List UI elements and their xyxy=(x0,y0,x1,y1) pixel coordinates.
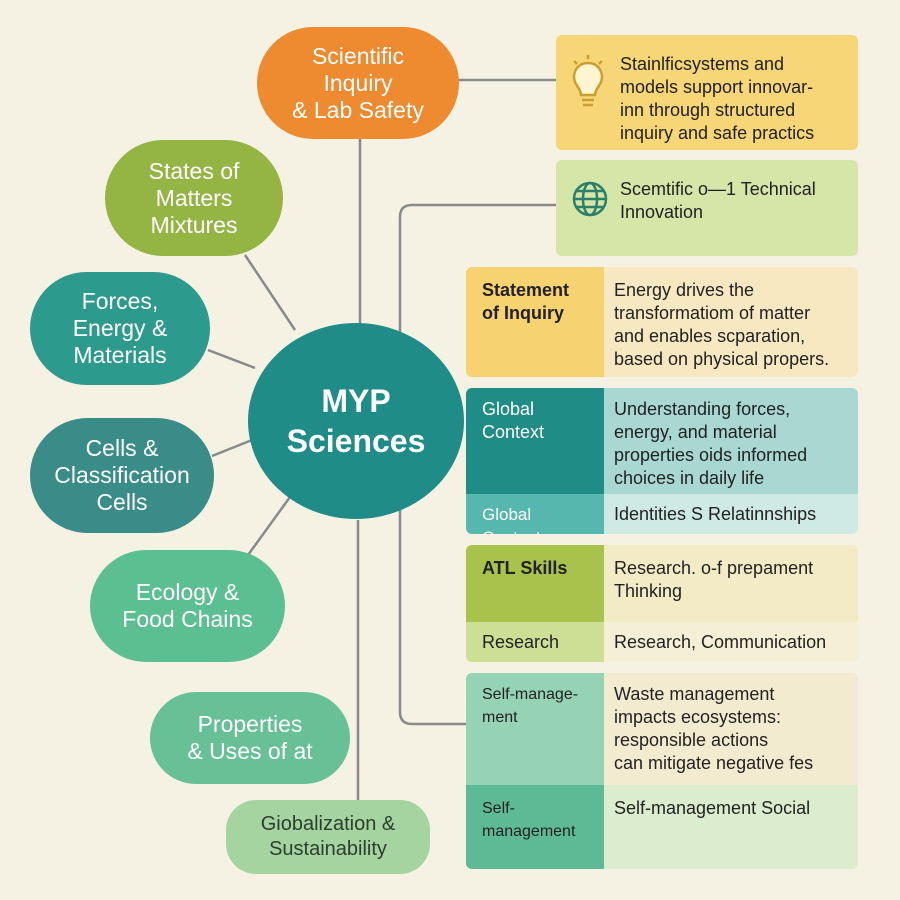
connector-forces xyxy=(207,348,256,370)
topic-line: Materials xyxy=(73,342,167,368)
innovation-panel: Scemtific o—1 Technical Innovation xyxy=(556,160,858,256)
self-value: impacts ecosystems: xyxy=(614,707,782,727)
connector-cells xyxy=(211,438,253,458)
topic-line: Giobalization & xyxy=(260,813,396,835)
topic-line: Sustainability xyxy=(269,838,387,860)
insight-panel: Stainlficsystems and models support inno… xyxy=(556,35,858,150)
topic-forces-energy[interactable]: Forces,Energy &Materials xyxy=(30,272,210,385)
topic-line: Scientific xyxy=(311,42,405,69)
global-context-panel: Global Context Understanding forces, ene… xyxy=(466,388,858,534)
topic-line: & Uses of at xyxy=(187,738,313,764)
statement-value: Energy drives the xyxy=(614,280,755,300)
topic-line: & Lab Safety xyxy=(292,96,424,123)
statement-value: based on physical propers. xyxy=(614,349,830,369)
insight-line: inquiry and safe practics xyxy=(620,123,815,143)
lightbulb-icon xyxy=(572,55,604,107)
topic-line: Inquiry xyxy=(323,69,393,96)
topic-line: Properties xyxy=(197,711,303,737)
global-value: properties oids informed xyxy=(614,445,808,465)
topic-line: Ecology & xyxy=(135,579,240,605)
atl-skills-panel: ATL Skills Research. o-f prepament Think… xyxy=(466,545,858,662)
center-title-line1: MYP xyxy=(321,383,391,419)
connector-ecology xyxy=(246,496,292,556)
insight-line: inn through structured xyxy=(620,100,796,120)
globe-icon xyxy=(572,181,608,217)
insight-line: Stainlficsystems and xyxy=(620,54,785,74)
innovation-line: Innovation xyxy=(620,202,704,222)
statement-label: Statement xyxy=(482,280,570,300)
innovation-line: Scemtific o—1 Technical xyxy=(620,179,816,199)
self-label: Self-manage- xyxy=(482,686,579,703)
topic-line: Matters xyxy=(155,184,233,211)
self-value: responsible actions xyxy=(614,730,769,750)
connector-states xyxy=(243,254,297,331)
atl-sub-label: Research xyxy=(466,622,604,662)
topic-line: Classification xyxy=(54,462,190,488)
topic-globalization-sustainability[interactable]: Giobalization & Sustainability xyxy=(226,800,430,874)
self-value: can mitigate negative fes xyxy=(614,753,814,773)
self-management-panel: Self-manage- ment Waste management impac… xyxy=(466,673,858,869)
self-sub-label: management xyxy=(482,823,576,840)
topic-line: Energy & xyxy=(72,315,168,341)
topic-line: States of xyxy=(148,157,240,184)
atl-value: Research. o-f prepament xyxy=(614,558,814,578)
atl-label: ATL Skills xyxy=(466,545,604,622)
global-label: Global xyxy=(482,399,535,419)
topic-ecology-food-chains[interactable]: Ecology &Food Chains xyxy=(90,550,285,662)
global-value: energy, and material xyxy=(614,422,777,442)
statement-label: of Inquiry xyxy=(482,303,564,323)
global-value: Understanding forces, xyxy=(614,399,791,419)
topic-line: Cells xyxy=(96,489,148,515)
self-value: Waste management xyxy=(614,684,775,704)
self-sub-value: Self-management Social xyxy=(604,785,858,869)
center-node[interactable]: MYP Sciences xyxy=(248,323,464,519)
topic-line: Cells & xyxy=(85,435,159,461)
self-sub-label: Self- xyxy=(482,800,515,817)
topic-line: Mixtures xyxy=(150,211,238,238)
global-value: choices in daily life xyxy=(614,468,765,488)
center-title-line2: Sciences xyxy=(286,423,426,459)
global-sub-label: Global Context xyxy=(466,494,604,534)
topic-line: Forces, xyxy=(81,288,159,314)
global-label: Context xyxy=(482,422,545,442)
self-label: ment xyxy=(482,709,518,726)
insight-line: models support innovar- xyxy=(620,77,814,97)
statement-value: and enables scparation, xyxy=(614,326,806,346)
topic-properties-uses[interactable]: Properties& Uses of at xyxy=(150,692,350,784)
global-sub-value: Identities S Relatinnships xyxy=(604,494,858,534)
statement-of-inquiry-panel: Statement of Inquiry Energy drives the t… xyxy=(466,267,858,377)
statement-value: transformatiom of matter xyxy=(614,303,811,323)
atl-sub-value: Research, Communication xyxy=(604,622,858,662)
topic-line: Food Chains xyxy=(122,606,253,632)
atl-value: Thinking xyxy=(614,581,683,601)
